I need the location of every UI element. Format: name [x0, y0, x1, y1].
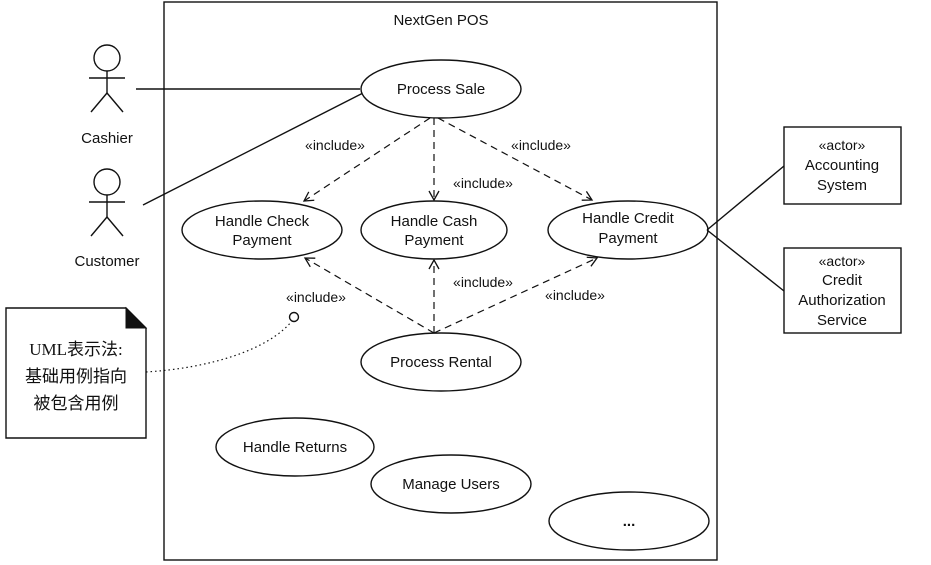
process-sale-label: Process Sale [397, 81, 485, 98]
accounting-line2: System [817, 177, 867, 194]
use-case-process-sale[interactable] [360, 59, 522, 119]
note-line1: UML表示法: [29, 340, 123, 359]
customer-association [142, 91, 366, 206]
include-sale-check [302, 117, 431, 202]
note-anchor-circle [288, 311, 300, 323]
manage-users-label: Manage Users [402, 476, 500, 493]
use-case-handle-check-payment[interactable] [181, 200, 343, 260]
include-label-rental-cash: «include» [453, 274, 513, 290]
include-label-sale-cash: «include» [453, 175, 513, 191]
use-case-manage-users[interactable] [370, 454, 532, 514]
credit-auth-stereotype: «actor» [819, 253, 866, 269]
credit-accounting-association [706, 165, 785, 231]
uml-note [5, 307, 147, 439]
credit-payment-label-1: Handle Credit [582, 210, 675, 227]
check-payment-label-1: Handle Check [215, 213, 310, 230]
use-case-more[interactable] [548, 491, 710, 551]
note-fold-icon [125, 306, 148, 329]
include-label-sale-credit: «include» [511, 137, 571, 153]
include-label-rental-check: «include» [286, 289, 346, 305]
cashier-actor-icon [89, 44, 125, 113]
customer-actor-icon [89, 168, 125, 237]
include-sale-credit [437, 117, 594, 201]
accounting-system-actor[interactable] [783, 126, 902, 205]
note-connector [145, 320, 293, 373]
cash-payment-label-1: Handle Cash [391, 213, 478, 230]
include-rental-credit [433, 256, 599, 334]
customer-label: Customer [74, 253, 139, 270]
include-label-sale-check: «include» [305, 137, 365, 153]
process-rental-label: Process Rental [390, 354, 492, 371]
use-case-handle-cash-payment[interactable] [360, 200, 508, 260]
include-label-rental-credit: «include» [545, 287, 605, 303]
system-title: NextGen POS [393, 12, 488, 29]
credit-payment-label-2: Payment [598, 230, 658, 247]
use-case-process-rental[interactable] [360, 332, 522, 392]
cashier-label: Cashier [81, 130, 133, 147]
handle-returns-label: Handle Returns [243, 439, 347, 456]
note-line3: 被包含用例 [34, 394, 119, 413]
more-label: ... [623, 513, 636, 530]
include-rental-check [303, 257, 435, 334]
check-payment-label-2: Payment [232, 232, 292, 249]
credit-auth-line2: Authorization [798, 292, 886, 309]
accounting-line1: Accounting [805, 157, 879, 174]
use-case-handle-returns[interactable] [215, 417, 375, 477]
credit-auth-line3: Service [817, 312, 867, 329]
credit-auth-line1: Credit [822, 272, 863, 289]
accounting-stereotype: «actor» [819, 137, 866, 153]
credit-authorization-actor[interactable] [783, 247, 902, 334]
note-line2: 基础用例指向 [25, 367, 127, 386]
credit-authorization-association [706, 229, 785, 292]
cash-payment-label-2: Payment [404, 232, 464, 249]
